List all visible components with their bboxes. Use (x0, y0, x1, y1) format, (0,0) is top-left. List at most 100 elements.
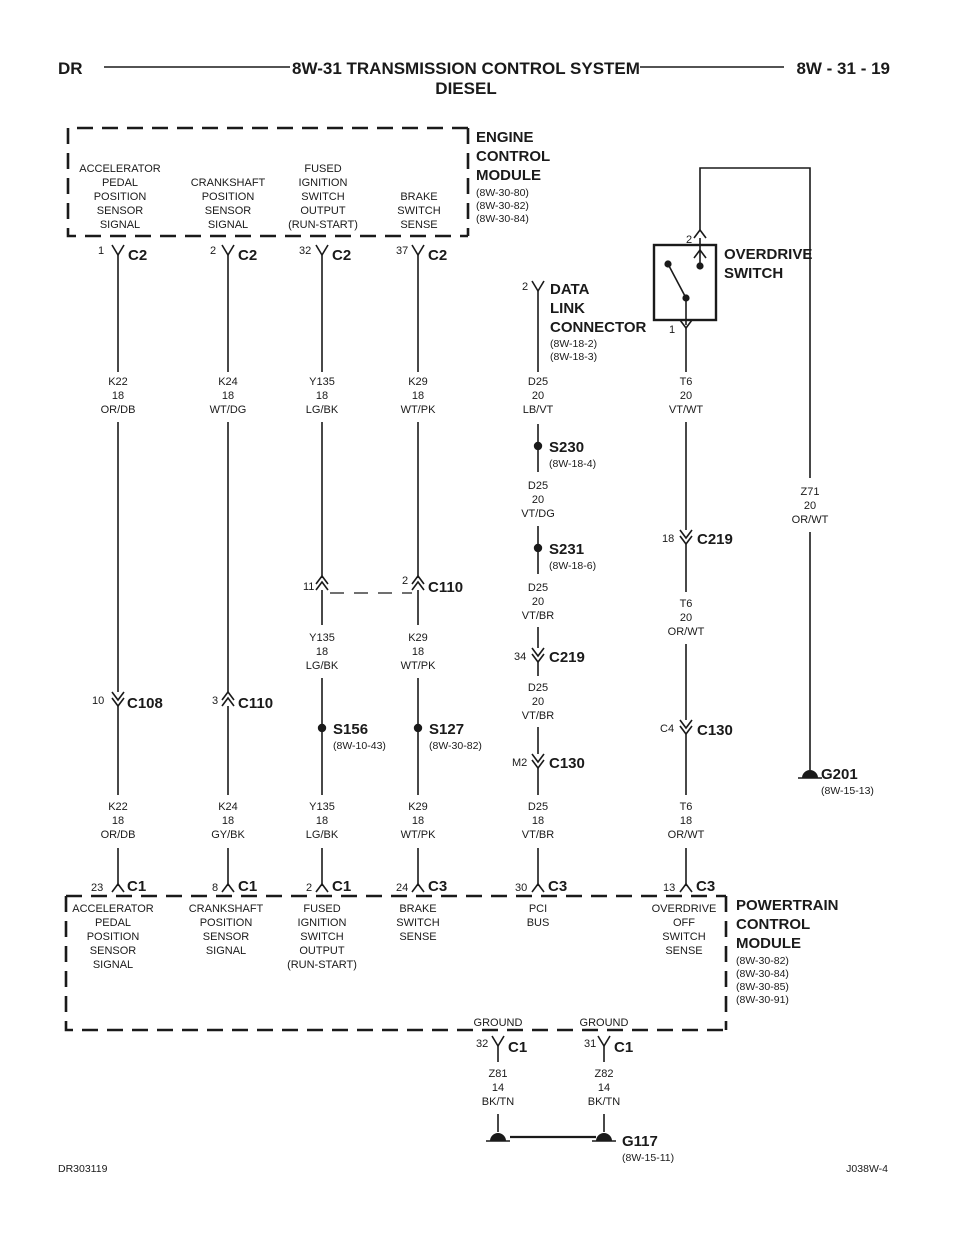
svg-text:10: 10 (92, 695, 104, 707)
svg-text:C3: C3 (696, 878, 715, 895)
ground-circuit-z81: 32 C1 Z81 14 BK/TN (476, 1035, 527, 1132)
svg-text:SWITCH: SWITCH (300, 931, 343, 943)
ecm-connector-37-c2: 37 C2 (396, 244, 447, 264)
svg-text:CRANKSHAFT: CRANKSHAFT (189, 903, 264, 915)
wire-label-y135-upper: Y135 18 LG/BK (306, 376, 339, 416)
svg-text:11: 11 (303, 581, 314, 593)
svg-text:(8W-18-6): (8W-18-6) (549, 560, 596, 572)
svg-text:37: 37 (396, 245, 408, 257)
svg-text:18: 18 (222, 390, 234, 402)
ecm-pin-label-app: ACCELERATOR PEDAL POSITION SENSOR SIGNAL (79, 163, 161, 231)
svg-text:PCI: PCI (529, 903, 547, 915)
svg-text:SWITCH: SWITCH (724, 265, 783, 282)
wire-label-k29-mid: K29 18 WT/PK (401, 632, 436, 672)
wire-label-y135-lower: Y135 18 LG/BK (306, 801, 339, 841)
ground-icon (490, 1133, 506, 1141)
svg-text:OUTPUT: OUTPUT (300, 205, 346, 217)
svg-text:K29: K29 (408, 376, 428, 388)
svg-text:SENSE: SENSE (665, 945, 702, 957)
terminal-icon (679, 882, 693, 893)
svg-text:BK/TN: BK/TN (588, 1096, 620, 1108)
wire-label-k24-lower: K24 18 GY/BK (211, 801, 245, 841)
svg-text:IGNITION: IGNITION (298, 917, 347, 929)
svg-text:32: 32 (476, 1038, 488, 1050)
svg-text:D25: D25 (528, 376, 548, 388)
pcm-connector-13-c3: 13 C3 (663, 878, 715, 895)
svg-text:C1: C1 (238, 878, 257, 895)
overdrive-switch-body (652, 243, 718, 322)
svg-text:C1: C1 (508, 1039, 527, 1056)
svg-text:VT/BR: VT/BR (522, 610, 554, 622)
svg-text:20: 20 (804, 500, 816, 512)
svg-text:T6: T6 (680, 376, 693, 388)
terminal-icon (111, 882, 125, 893)
svg-text:PEDAL: PEDAL (95, 917, 131, 929)
svg-text:M2: M2 (512, 757, 527, 769)
svg-text:18: 18 (412, 646, 424, 658)
svg-text:LG/BK: LG/BK (306, 404, 339, 416)
svg-text:D25: D25 (528, 582, 548, 594)
header-title: 8W-31 TRANSMISSION CONTROL SYSTEM (292, 59, 640, 78)
pcm-pin-label-brake: BRAKE SWITCH SENSE (396, 903, 439, 943)
switch-blade-icon (667, 263, 687, 299)
svg-text:OVERDRIVE: OVERDRIVE (652, 903, 717, 915)
svg-text:BK/TN: BK/TN (482, 1096, 514, 1108)
contact-icon (696, 262, 704, 270)
wire-t6: T6 20 VT/WT 18 C219 T6 20 OR/WT C4 C130 … (660, 328, 733, 886)
svg-text:SENSOR: SENSOR (90, 945, 137, 957)
splice-s127: S127 (8W-30-82) (413, 721, 482, 752)
wire-label-d25-2: D25 20 VT/DG (521, 480, 555, 520)
svg-text:SWITCH: SWITCH (397, 205, 440, 217)
svg-text:WT/PK: WT/PK (401, 829, 436, 841)
inline-connector-c130-t6: C4 C130 (660, 719, 733, 739)
ground-icon (596, 1133, 612, 1141)
svg-text:SIGNAL: SIGNAL (208, 219, 248, 231)
svg-text:(8W-18-2): (8W-18-2) (550, 338, 597, 350)
svg-text:SENSE: SENSE (400, 219, 437, 231)
pcm-connector-2-c1: 2 C1 (306, 878, 351, 895)
ecm-connector-1-c2: 1 C2 (98, 244, 147, 264)
svg-text:SIGNAL: SIGNAL (93, 959, 133, 971)
header-subtitle: DIESEL (435, 79, 496, 98)
svg-text:18: 18 (412, 815, 424, 827)
wire-d25: D25 20 LB/VT S230 (8W-18-4) D25 20 VT/DG… (512, 291, 596, 886)
wire-label-k24-upper: K24 18 WT/DG (210, 376, 247, 416)
wire-y135: Y135 18 LG/BK 11 Y135 18 LG/BK S156 (8W-… (303, 255, 386, 886)
svg-text:20: 20 (680, 612, 692, 624)
terminal-icon (531, 882, 545, 893)
terminal-icon (531, 280, 545, 293)
svg-text:CONTROL: CONTROL (476, 148, 550, 165)
svg-text:MODULE: MODULE (476, 167, 541, 184)
ecm-outline (66, 126, 468, 238)
svg-text:D25: D25 (528, 480, 548, 492)
svg-text:13: 13 (663, 882, 675, 894)
svg-text:23: 23 (91, 882, 103, 894)
svg-text:D25: D25 (528, 682, 548, 694)
svg-text:Y135: Y135 (309, 801, 335, 813)
svg-text:GY/BK: GY/BK (211, 829, 245, 841)
svg-text:Z81: Z81 (489, 1068, 508, 1080)
ground-circuit-z82: 31 C1 Z82 14 BK/TN (584, 1035, 633, 1132)
svg-text:WT/DG: WT/DG (210, 404, 247, 416)
svg-text:20: 20 (532, 494, 544, 506)
svg-text:C4: C4 (660, 723, 674, 735)
wire-label-z81: Z81 14 BK/TN (482, 1068, 514, 1108)
svg-text:14: 14 (598, 1082, 610, 1094)
svg-text:T6: T6 (680, 598, 693, 610)
pcm-connector-30-c3: 30 C3 (515, 878, 567, 895)
svg-text:K22: K22 (108, 376, 128, 388)
svg-text:POWERTRAIN: POWERTRAIN (736, 897, 839, 914)
ecm-pin-label-ckp: CRANKSHAFT POSITION SENSOR SIGNAL (191, 177, 266, 231)
inline-connector-c219-d25: 34 C219 (514, 647, 585, 666)
svg-text:(8W-30-82): (8W-30-82) (476, 200, 529, 212)
svg-text:OR/DB: OR/DB (101, 829, 136, 841)
footer-figure-id: DR303119 (58, 1163, 108, 1175)
overdrive-switch: 2 1 OVERDRIVE SWITCH (652, 228, 812, 336)
ecm-title: ENGINE CONTROL MODULE (8W-30-80) (8W-30-… (476, 129, 550, 225)
svg-text:WT/PK: WT/PK (401, 404, 436, 416)
svg-text:20: 20 (532, 596, 544, 608)
ground-g117: G117 (8W-15-11) (486, 1133, 674, 1164)
terminal-icon (221, 244, 235, 257)
header-section-code: DR (58, 59, 83, 78)
svg-text:LINK: LINK (550, 300, 585, 317)
